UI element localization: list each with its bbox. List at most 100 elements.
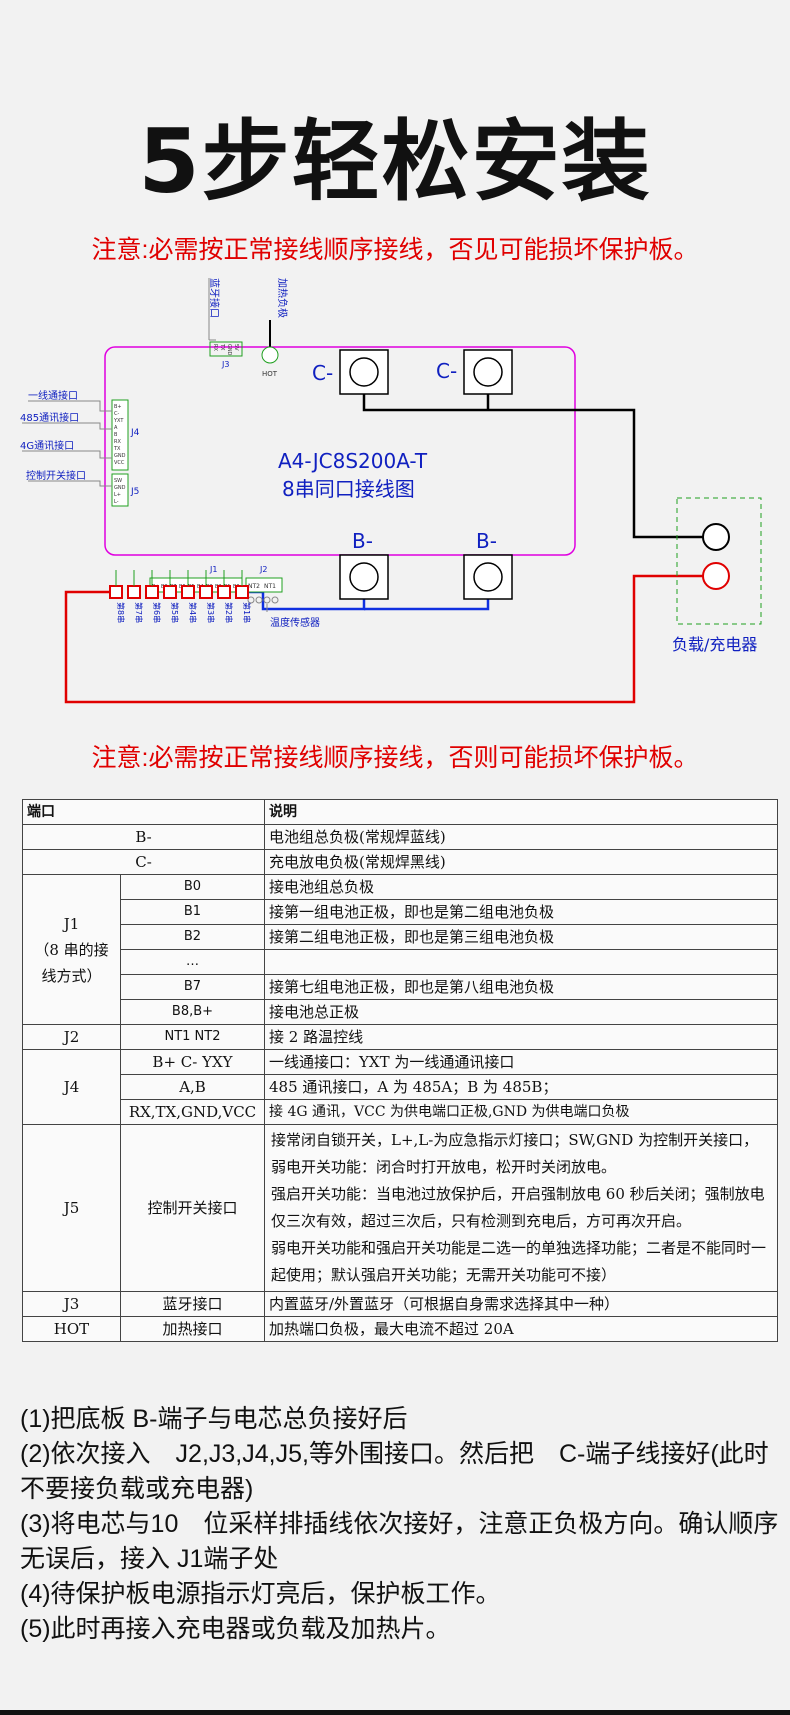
cell-connector-1 [109,585,123,599]
label-4g: 4G通讯接口 [20,439,74,452]
j4-connector: B+ C- YXT A B RX TX GND VCC J4 [111,399,140,471]
desc-j4-4g: 接 4G 通讯，VCC 为供电端口正极,GND 为供电端口负极 [264,1099,778,1125]
b-minus-label-1: B- [352,529,373,553]
pin-b0: B0 [120,874,265,900]
j5-pin-2: GND [114,485,126,491]
table-row: J2 NT1 NT2 接 2 路温控线 [22,1024,778,1050]
j4-pin-9: VCC [114,460,125,466]
desc-b1: 接第一组电池正极，即也是第二组电池负极 [264,899,778,925]
j4-pin-1: B+ [114,404,122,410]
j3-connector: 蓝牙接口 RX TX GND 5V J3 [208,278,243,369]
desc-j4-485: 485 通讯接口，A 为 485A；B 为 485B； [264,1074,778,1100]
table-row: B8,B+ 接电池总正极 [23,999,778,1025]
cell-label-8: 第1串 [242,602,252,623]
hot-connector: 加热负极 HOT [261,278,289,378]
pin-j5: 控制开关接口 [120,1124,265,1292]
board-model: A4-JC8S200A-T [278,449,428,473]
table-row: … [23,949,778,975]
table-row: J4 B+ C- YXY 一线通接口：YXT 为一线通通讯接口 [22,1049,778,1125]
b-minus-terminal-1: B- [339,529,389,600]
bottom-bar [0,1710,790,1715]
wire-black-c-minus [362,370,712,539]
c-minus-label-1: C- [312,361,333,385]
j4-pin-3: YXT [113,418,124,424]
j3-label: J3 [221,360,229,369]
j3-pin-3: GND [226,344,232,356]
desc-b2: 接第二组电池正极，即也是第三组电池负极 [264,924,778,950]
pin-j4-onewire: B+ C- YXY [120,1049,265,1075]
port-j4: J4 [22,1049,121,1125]
pin-j4-485: A,B [120,1074,265,1100]
c-minus-terminal-1: C- [312,349,389,395]
load-charger-label: 负载/充电器 [672,635,757,654]
install-steps: (1)把底板 B-端子与电芯总负接好后 (2)依次接入 J2,J3,J4,J5,… [20,1402,780,1647]
desc-b7: 接第七组电池正极，即也是第八组电池负极 [264,974,778,1000]
table-row: A,B 485 通讯接口，A 为 485A；B 为 485B； [23,1074,778,1100]
b-minus-terminal-2: B- [463,529,513,600]
desc-hot: 加热端口负极，最大电流不超过 20A [264,1316,778,1342]
desc-j4-onewire: 一线通接口：YXT 为一线通通讯接口 [264,1049,778,1075]
pin-j4-4g: RX,TX,GND,VCC [120,1099,265,1125]
cell-label-4: 第5串 [170,602,180,623]
pin-hot: 加热接口 [120,1316,265,1342]
load-charger: 负载/充电器 [672,497,762,654]
pin-b2: B2 [120,924,265,950]
table-row: HOT 加热接口 加热端口负极，最大电流不超过 20A [22,1316,778,1342]
port-j1-name: J1 [63,914,80,933]
port-j3: J3 [22,1291,121,1317]
pin-b1: B1 [120,899,265,925]
pin-j3: 蓝牙接口 [120,1291,265,1317]
bluetooth-label: 蓝牙接口 [208,278,221,318]
j4-label: J4 [130,428,140,438]
port-hot: HOT [22,1316,121,1342]
desc-j3: 内置蓝牙/外置蓝牙（可根据自身需求选择其中一种） [264,1291,778,1317]
page-title: 5步轻松安装 [138,110,652,213]
cell-label-7: 第2串 [224,602,234,623]
j5-connector: SW GND L+ L- J5 [111,473,139,507]
pin-b8: B8,B+ [120,999,265,1025]
j4-pin-5: B [114,432,118,438]
port-j5: J5 [22,1124,121,1292]
pin-j2: NT1 NT2 [120,1024,265,1050]
cell-label-5: 第4串 [188,602,198,623]
j5-label: J5 [130,487,139,497]
j5-pin-4: L- [114,499,119,505]
j3-pin-1: RX [212,344,218,351]
load-terminal-negative [702,523,730,551]
wiring-diagram: C- C- B- B- A4-JC8S200A-T 8串同口接线图 蓝牙接口 R… [20,278,762,704]
cell-label-1: 第8串 [116,602,126,623]
j4-pin-8: GND [114,453,126,459]
desc-j5-para-3: 弱电开关功能和强启开关功能是二选一的单独选择功能；二者是不能同时一起使用；默认强… [271,1239,767,1284]
step-2: (2)依次接入 J2,J3,J4,J5,等外围接口。然后把 C-端子线接好(此时… [20,1440,769,1503]
pin-b7: B7 [120,974,265,1000]
table-row: J3 蓝牙接口 内置蓝牙/外置蓝牙（可根据自身需求选择其中一种） [22,1291,778,1317]
cell-connector-2 [127,585,141,599]
cell-connector-5 [181,585,195,599]
label-485: 485通讯接口 [20,411,79,424]
desc-b-minus: 电池组总负极(常规焊蓝线) [264,824,778,850]
label-switch: 控制开关接口 [26,469,86,482]
j4-pin-4: A [114,425,118,431]
j4-pin-6: RX [114,439,121,445]
step-5: (5)此时再接入充电器或负载及加热片。 [20,1615,451,1643]
table-header-row: 端口 说明 [22,799,778,825]
b-minus-label-2: B- [476,529,497,553]
cell-label-3: 第6串 [152,602,162,623]
header-port: 端口 [22,799,265,825]
j2-label: J2 [259,565,267,574]
temp-sensor-label: 温度传感器 [270,616,320,629]
table-row: J1 （8 串的接线方式） B0 接电池组总负极 [22,874,778,1025]
heater-label: 加热负极 [276,278,289,318]
pin-ellipsis: … [120,949,265,975]
desc-j5: 接常闭自锁开关，L+,L-为应急指示灯接口；SW,GND 为控制开关接口，弱电开… [264,1124,778,1292]
j2-connector: J2 NT2 NT1 温度传感器 [245,565,320,629]
desc-c-minus: 充电放电负极(常规焊黑线) [264,849,778,875]
port-j1-note: （8 串的接线方式） [34,940,109,985]
step-3: (3)将电芯与10 位采样排插线依次接好，注意正负极方向。确认顺序无误后，接入 … [20,1510,779,1573]
table-row: B2 接第二组电池正极，即也是第三组电池负极 [23,924,778,950]
load-terminal-positive [702,562,730,590]
j5-pin-3: L+ [114,492,121,498]
j3-pin-4: 5V [233,344,239,351]
c-minus-label-2: C- [436,359,457,383]
board-subtitle: 8串同口接线图 [282,477,415,501]
